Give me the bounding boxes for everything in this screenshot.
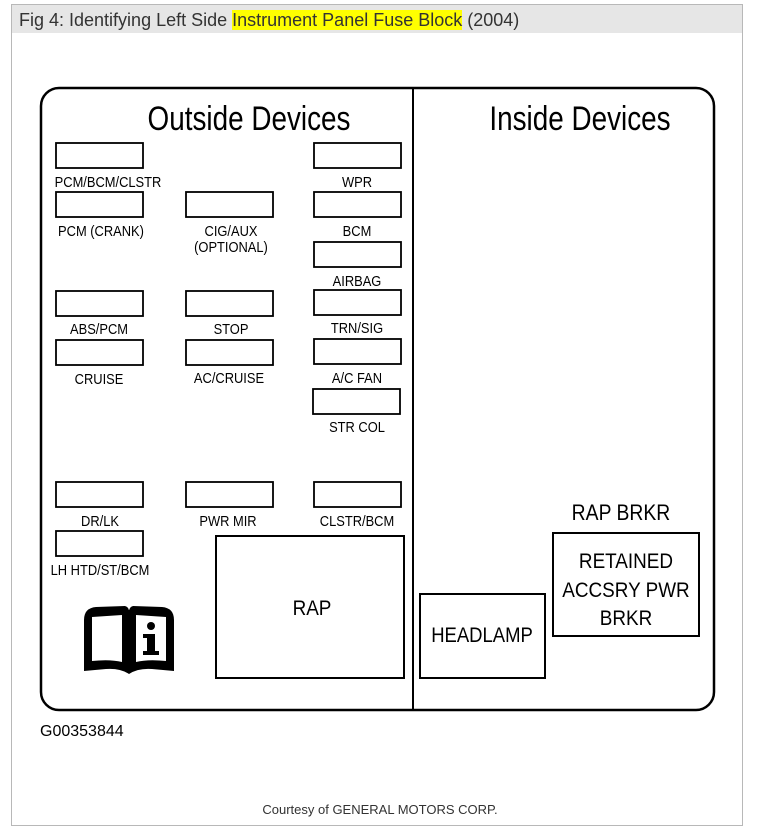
label-cruise: CRUISE xyxy=(75,370,124,387)
label-rap-brkr: RAP BRKR xyxy=(572,501,671,525)
fuse-str-col xyxy=(312,388,401,415)
fuse-airbag xyxy=(313,241,402,268)
figure-title: Fig 4: Identifying Left Side Instrument … xyxy=(19,10,519,31)
fuse-dr-lk xyxy=(55,481,144,508)
label-pcm-crank: PCM (CRANK) xyxy=(58,222,144,239)
inside-devices-heading: Inside Devices xyxy=(489,99,670,137)
fuse-bcm xyxy=(313,191,402,218)
figure-code: G00353844 xyxy=(40,723,124,740)
label-bcm: BCM xyxy=(343,222,372,239)
fuse-lh-htd-st-bcm xyxy=(55,530,144,557)
fuse-pcm-crank xyxy=(55,191,144,218)
fuse-ac-cruise xyxy=(185,339,274,366)
title-suffix: (2004) xyxy=(462,10,520,30)
label-stop: STOP xyxy=(214,320,249,337)
fuse-pcm-bcm-clstr xyxy=(55,142,144,169)
label-wpr: WPR xyxy=(342,173,372,190)
label-lh-htd-st-bcm: LH HTD/ST/BCM xyxy=(51,561,150,578)
fuse-trn-sig xyxy=(313,289,402,316)
fuse-pwr-mir xyxy=(185,481,274,508)
fuse-stop xyxy=(185,290,274,317)
label-pcm-bcm-clstr: PCM/BCM/CLSTR xyxy=(55,173,162,190)
fuse-cig-aux xyxy=(185,191,274,218)
courtesy-credit: Courtesy of GENERAL MOTORS CORP. xyxy=(262,802,498,817)
label-trn-sig: TRN/SIG xyxy=(331,319,383,336)
figure-frame xyxy=(11,4,743,826)
label-rap: RAP xyxy=(293,597,332,620)
label-ac-cruise: AC/CRUISE xyxy=(194,369,264,386)
label-retained: RETAINED xyxy=(579,550,673,573)
relay-rap xyxy=(215,535,405,679)
fuse-abs-pcm xyxy=(55,290,144,317)
fuse-clstr-bcm xyxy=(313,481,402,508)
label-dr-lk: DR/LK xyxy=(81,512,120,529)
fuse-block-outline xyxy=(39,86,716,712)
label-airbag: AIRBAG xyxy=(333,272,382,289)
owners-manual-icon xyxy=(84,606,174,674)
label-clstr-bcm: CLSTR/BCM xyxy=(320,512,394,529)
label-ac-fan: A/C FAN xyxy=(332,369,382,386)
label-cig-aux-optional: (OPTIONAL) xyxy=(194,238,268,255)
fuse-wpr xyxy=(313,142,402,169)
label-accsry-pwr: ACCSRY PWR xyxy=(562,579,689,602)
label-abs-pcm: ABS/PCM xyxy=(70,320,128,337)
title-prefix: Fig 4: Identifying Left Side xyxy=(19,10,233,30)
fuse-ac-fan xyxy=(313,338,402,365)
label-pwr-mir: PWR MIR xyxy=(199,512,256,529)
label-brkr: BRKR xyxy=(600,607,652,630)
outside-devices-heading: Outside Devices xyxy=(148,99,351,137)
fuse-cruise xyxy=(55,339,144,366)
relay-headlamp xyxy=(419,593,546,679)
breaker-retained-accsry-pwr xyxy=(552,532,700,637)
title-highlight: Instrument Panel Fuse Block xyxy=(232,10,463,30)
label-headlamp: HEADLAMP xyxy=(431,624,533,647)
label-cig-aux: CIG/AUX xyxy=(205,222,259,239)
label-str-col: STR COL xyxy=(329,418,385,435)
